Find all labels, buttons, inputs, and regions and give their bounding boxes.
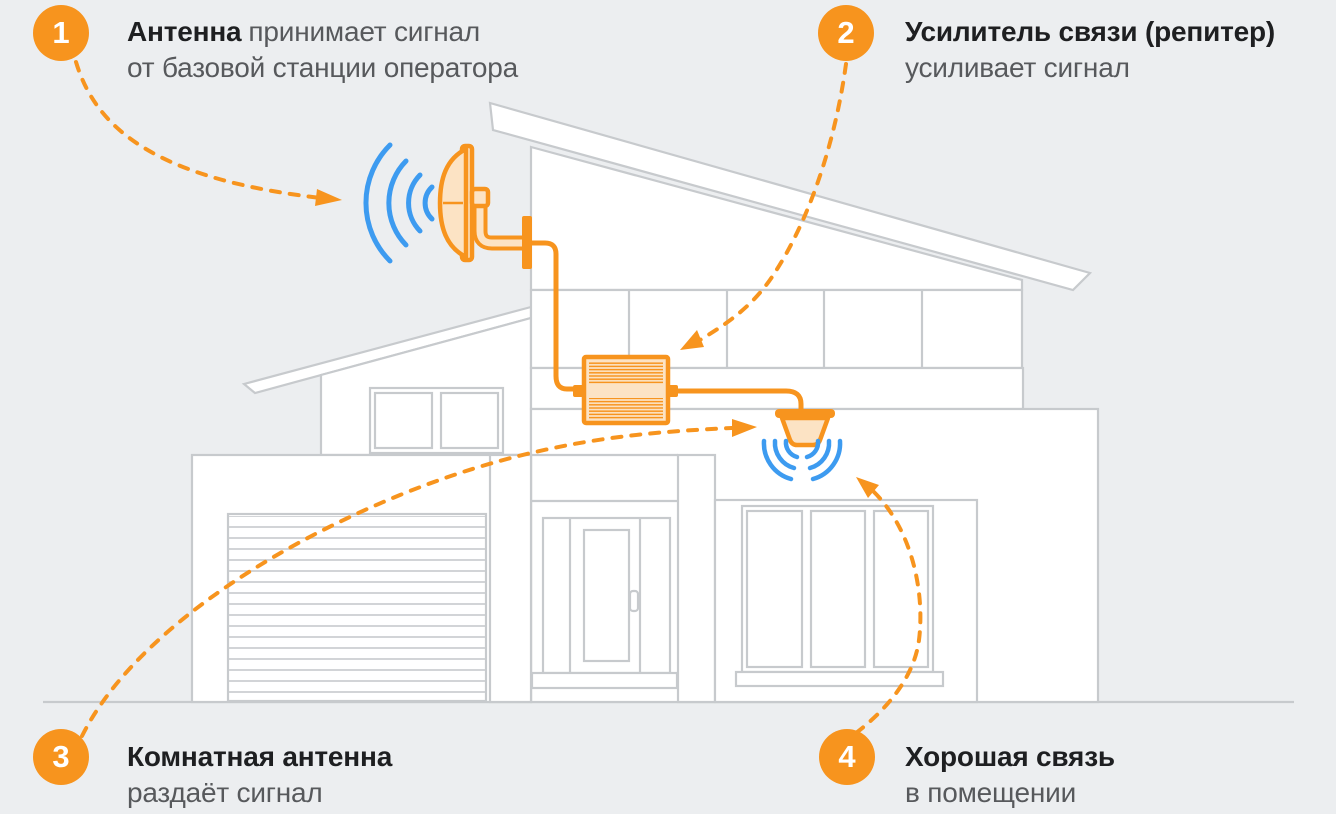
antenna-arm [472,206,522,251]
cable-repeater-to-indoor [671,388,804,416]
arrow-3-curve [80,426,734,738]
callout-title: Усилитель связи (репитер) [905,16,1276,47]
indoor-antenna-body [779,415,831,448]
signal-arc [772,438,797,471]
arrow-2-curve [698,62,848,342]
outdoor-signal-waves-icon [363,142,435,264]
roof-fascia [488,101,1093,292]
pillar-right [676,453,717,704]
step-badge-4: 4 [819,729,875,785]
signal-arc [406,172,423,234]
callout-line-2: в помещении [905,777,1077,808]
signal-arc [810,438,843,482]
callout-2-text: Усилитель связи (репитер) усиливает сигн… [905,14,1275,86]
left-window [368,386,505,455]
step-number: 4 [838,739,856,774]
front-window-pane [745,509,804,669]
callout-line-2: усиливает сигнал [905,52,1130,83]
step-badge-2: 2 [818,5,874,61]
callout-3-text: Комнатная антенна раздаёт сигнал [127,739,392,811]
callout-line-1: Хорошая связь [905,739,1115,775]
signal-arc [807,438,832,471]
arrow-2-head [680,330,704,350]
callout-4-text: Хорошая связь в помещении [905,739,1115,811]
callout-title: Комнатная антенна [127,741,393,772]
pillar-left [488,453,533,704]
signal-arc [422,184,435,222]
step-number: 1 [52,15,70,50]
callout-title-rest: принимает сигнал [248,16,480,47]
arrow-4-head [856,477,879,498]
signal-arc [804,438,821,460]
step-badge-3: 3 [33,729,89,785]
callout-title: Хорошая связь [905,741,1115,772]
front-window-pane [809,509,867,669]
door-step [530,671,679,690]
front-window-pane [872,509,930,669]
garage-door-slats [229,516,485,700]
step-number: 2 [837,15,855,50]
cable-antenna-to-repeater [529,240,579,392]
outdoor-antenna-icon [437,143,532,269]
callout-line-1: Усилитель связи (репитер) [905,14,1275,50]
coax-cables [529,240,804,416]
arrow-3-head [732,419,757,437]
repeater-fins-top [589,362,663,384]
front-door [530,516,679,690]
step-badge-1: 1 [33,5,89,61]
signal-arc [783,438,800,460]
callout-arrows [74,60,923,738]
door-handle [628,589,640,613]
indoor-signal-waves-icon [761,438,843,482]
callout-line-2: от базовой станции оператора [127,52,518,83]
signal-arc [386,158,409,248]
signal-arc [363,142,393,264]
callout-title: Антенна [127,16,242,47]
house-outline [190,101,1100,704]
repeater-icon [573,354,678,426]
door-frame [541,516,672,675]
arrow-4-curve [854,490,923,735]
antenna-wall-mount [522,216,532,269]
callout-line-1: Комнатная антенна [127,739,392,775]
left-window-pane [439,391,500,450]
callout-line-2: раздаёт сигнал [127,777,323,808]
front-window [734,504,945,688]
arrow-1-head [315,189,342,206]
repeater-fins-bottom [589,398,663,419]
front-window-frame [740,504,935,674]
left-window-pane [373,391,434,450]
antenna-arm-inner [476,206,522,247]
antenna-feed-block [469,186,491,209]
step-number: 3 [52,739,70,774]
front-window-sill [734,670,945,688]
arrow-1-curve [74,60,332,201]
signal-arc [761,438,794,482]
